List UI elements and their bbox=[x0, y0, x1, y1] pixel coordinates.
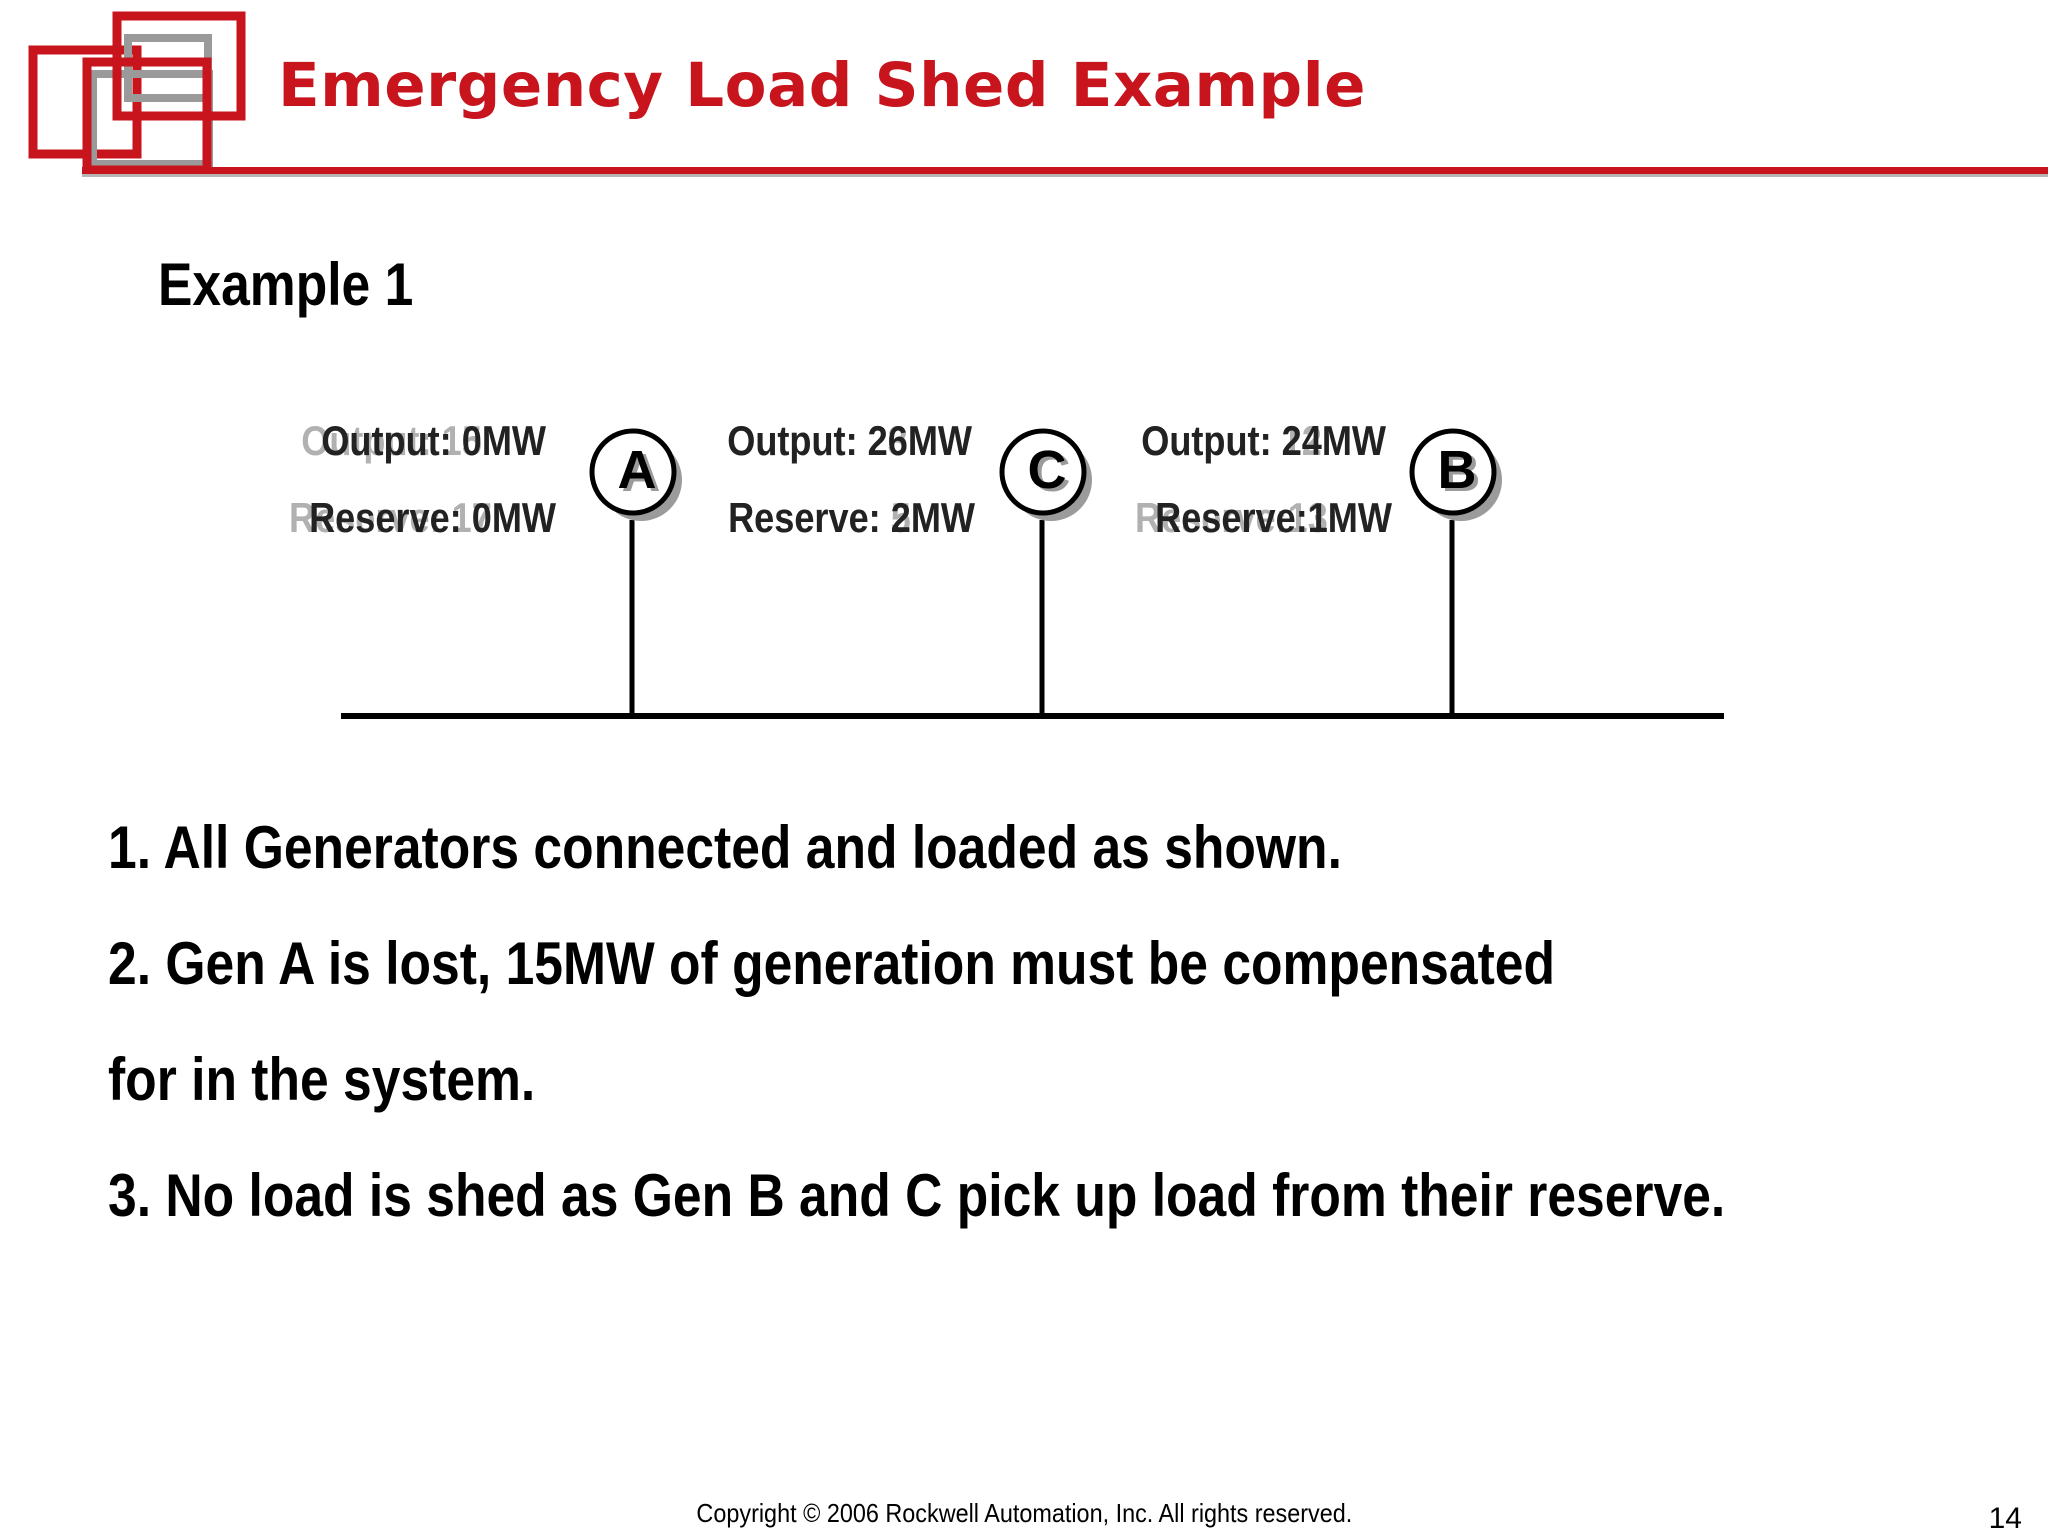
page-number: 14 bbox=[1988, 1502, 2022, 1535]
generator-a-reserve: Reserve: 17MW Reserve: 0MW bbox=[212, 497, 556, 539]
generator-b-reserve: Reserve:13MW Reserve:1MW bbox=[1048, 497, 1392, 539]
generator-c-reserve: Reserve: 5MW Reserve: 2MW bbox=[631, 497, 975, 539]
copyright-footer: Copyright © 2006 Rockwell Automation, In… bbox=[0, 1498, 2048, 1529]
generator-b-reserve-overlay: Reserve:13MW bbox=[1135, 494, 1392, 541]
generator-b-output-overlay: Output: 12MW bbox=[1141, 417, 1386, 464]
steps-list: 1. All Generators connected and loaded a… bbox=[108, 808, 2008, 1272]
copyright-text: Copyright © 2006 Rockwell Automation, In… bbox=[696, 1498, 1352, 1528]
header-rule bbox=[82, 167, 2048, 174]
generator-c-reserve-text: Reserve: 2MW bbox=[728, 494, 975, 541]
generator-a-reserve-text: Reserve: 0MW bbox=[309, 494, 556, 541]
generator-c-output-text: Output: 26MW bbox=[727, 417, 972, 464]
generator-b-label: B bbox=[1438, 440, 1477, 500]
generator-a-label: A bbox=[618, 440, 657, 500]
generator-a-label: A bbox=[622, 443, 661, 503]
generator-a-output-text: Output: 0MW bbox=[321, 417, 546, 464]
generator-a: A A bbox=[589, 428, 682, 521]
generator-a-reserve-overlay: Reserve: 17MW bbox=[288, 494, 556, 541]
generator-b-output-text: Output: 24MW bbox=[1141, 417, 1386, 464]
slide-title: Emergency Load Shed Example bbox=[278, 50, 1366, 121]
example-title: Example 1 bbox=[158, 251, 414, 318]
generator-a-output: Output: 15MW Output: 0MW bbox=[202, 420, 546, 462]
step-item: 3. No load is shed as Gen B and C pick u… bbox=[108, 1162, 1726, 1229]
generator-b-output: Output: 12MW Output: 24MW bbox=[1042, 420, 1386, 462]
generator-c-label: C bbox=[1032, 443, 1071, 503]
step-item: 2. Gen A is lost, 15MW of generation mus… bbox=[108, 930, 1555, 997]
step-item: 1. All Generators connected and loaded a… bbox=[108, 814, 1342, 881]
generator-a-output-overlay: Output: 15MW bbox=[301, 417, 546, 464]
header-rule-shadow bbox=[82, 174, 2048, 177]
generator-b: B B bbox=[1409, 428, 1502, 521]
generator-c-output-overlay: Output: 23MW bbox=[727, 417, 972, 464]
step-item: for in the system. bbox=[108, 1046, 536, 1113]
generator-c-output: Output: 23MW Output: 26MW bbox=[628, 420, 972, 462]
generator-b-label: B bbox=[1442, 443, 1481, 503]
generator-c-reserve-overlay: Reserve: 5MW bbox=[728, 494, 975, 541]
generator-c: C C bbox=[999, 428, 1092, 521]
generator-c-label: C bbox=[1028, 440, 1067, 500]
generator-b-reserve-text: Reserve:1MW bbox=[1155, 494, 1392, 541]
